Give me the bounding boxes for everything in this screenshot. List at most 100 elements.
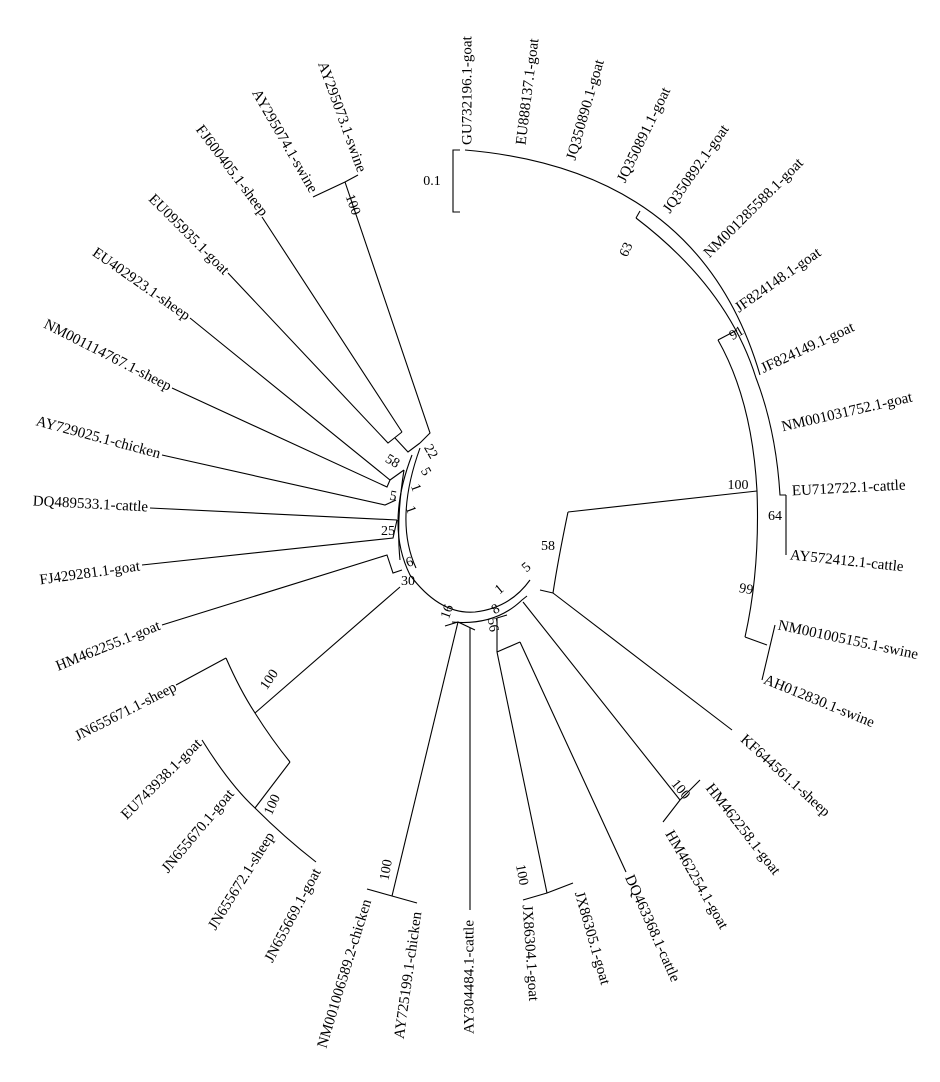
scale-bar-label: 0.1: [423, 174, 441, 189]
bootstrap-value: 1: [402, 504, 418, 516]
branch-node-91: [717, 329, 738, 341]
leaf-label: JQ350891.1-goat: [614, 84, 674, 185]
leaf-label: JN655669.1-goat: [262, 865, 325, 965]
leaf-label: NM001031752.1-goat: [780, 389, 915, 435]
branch-node-58-left: [394, 437, 421, 453]
leaf-label: AY725199.1-chicken: [392, 910, 426, 1040]
leaf-label: AY295074.1-swine: [248, 87, 320, 196]
leaf-label: EU712722.1-cattle: [792, 477, 907, 499]
bootstrap-value: 56: [484, 617, 501, 633]
branch-ay295-stem: [344, 181, 431, 444]
bootstrap-value: 58: [382, 452, 402, 472]
bootstrap-value: 64: [768, 509, 782, 524]
branch-chicken-bracket: [366, 888, 418, 904]
branch-dq463368: [519, 641, 627, 873]
tree-branches: [141, 149, 787, 910]
bootstrap-value: 91: [727, 324, 747, 344]
branch-chicken-stem: [391, 621, 459, 897]
bootstrap-value: 100: [262, 792, 284, 817]
branch-jn-stem: [254, 586, 401, 714]
leaf-label: JN655672.1-sheep: [205, 829, 278, 933]
bootstrap-value: 100: [512, 863, 530, 886]
scale-bar: [452, 149, 460, 213]
leaf-label: NM001005155.1-swine: [776, 618, 919, 663]
leaf-label: DQ463368.1-cattle: [621, 873, 683, 985]
leaf-label: JN655670.1-goat: [159, 786, 238, 876]
branch-jn-inner: [254, 761, 291, 809]
branch-fj600405: [261, 216, 403, 433]
leaf-label: JQ350892.1-goat: [660, 121, 733, 216]
bootstrap-value: 25: [381, 524, 395, 539]
branch-inner-ring: [397, 454, 531, 613]
bootstrap-value: 5: [388, 489, 397, 505]
leaf-label: EU888137.1-goat: [514, 37, 543, 146]
branch-jx-bracket: [522, 882, 574, 901]
branch-kf644561: [552, 592, 733, 731]
branch-node-56: [496, 614, 521, 653]
bootstrap-value: 8: [489, 602, 503, 618]
bootstrap-value: 99: [738, 581, 754, 598]
leaf-label: AY304484.1-cattle: [461, 920, 477, 1034]
leaf-label: HM462254.1-goat: [662, 828, 732, 933]
branch-node-99: [744, 624, 776, 681]
branch-jn-arc: [225, 657, 291, 763]
branch-inner-ring-2: [405, 447, 528, 624]
leaf-label: FJ429281.1-goat: [39, 558, 142, 588]
bootstrap-value: 22: [420, 442, 440, 462]
leaf-label: EU402923.1-sheep: [89, 245, 193, 324]
bootstrap-value: 100: [342, 192, 363, 217]
bootstrap-value: 100: [378, 858, 396, 881]
branch-node-58-right: [539, 511, 569, 594]
bootstrap-value: 100: [728, 478, 749, 493]
bootstrap-value: 5: [417, 465, 433, 479]
branch-jn655671: [175, 657, 227, 686]
leaf-label: FJ600405.1-sheep: [192, 122, 271, 219]
branch-node-63: [635, 210, 641, 219]
branch-goat-outer-arc: [464, 149, 761, 376]
branch-hm-stem: [522, 601, 681, 801]
leaf-label: JF824148.1-goat: [732, 244, 825, 316]
branch-inner-ring-3: [398, 469, 405, 561]
branch-goat-inner-arc: [635, 217, 786, 496]
branch-jx-stem: [496, 651, 548, 894]
leaf-label: NM001285588.1-goat: [701, 155, 807, 261]
leaf-label: JF824149.1-goat: [758, 319, 857, 377]
leaf-label: HM462258.1-goat: [702, 781, 784, 879]
bootstrap-value: 6: [404, 554, 416, 570]
branch-nm001114767: [171, 387, 391, 488]
branch-stem-100: [567, 490, 758, 513]
leaf-label: NM001114767.1-sheep: [41, 316, 174, 394]
branch-eu095935: [227, 272, 403, 444]
bootstrap-value: 30: [401, 574, 415, 589]
bootstrap-value: 58: [541, 539, 555, 554]
bootstrap-value: 100: [258, 667, 282, 693]
leaf-label: JQ350890.1-goat: [564, 57, 608, 162]
leaf-label: JN655671.1-sheep: [72, 679, 179, 744]
leaf-label: EU095935.1-goat: [145, 191, 233, 279]
leaf-label: JX86305.1-goat: [571, 890, 613, 988]
bootstrap-value: 16: [438, 603, 457, 621]
leaf-label: JX86304.1-goat: [519, 904, 542, 1002]
leaf-label: AH012830.1-swine: [761, 672, 877, 731]
branch-jn-inner-arc: [201, 739, 317, 863]
bootstrap-value: 5: [519, 560, 534, 576]
leaf-label: NM001006589.2-chicken: [315, 897, 376, 1050]
leaf-labels: GU732196.1-goat EU888137.1-goat JQ350890.1…: [32, 35, 920, 1050]
leaf-label: DQ489533.1-cattle: [32, 493, 148, 515]
leaf-label: KF644561.1-sheep: [737, 732, 833, 821]
bootstrap-labels: 1002258515125630161855856639110064991001…: [258, 192, 782, 886]
bootstrap-value: 100: [668, 777, 693, 803]
branch-dq489533: [149, 507, 398, 521]
branch-fj429281: [141, 519, 398, 566]
leaf-label: EU743938.1-goat: [118, 735, 206, 823]
leaf-label: AY572412.1-cattle: [789, 547, 904, 575]
branch-hm462255: [161, 554, 403, 626]
bootstrap-value: 1: [407, 482, 423, 494]
leaf-label: GU732196.1-goat: [459, 35, 475, 145]
branch-ay729025: [161, 454, 397, 506]
branch-hm-bracket: [662, 779, 701, 823]
bootstrap-value: 1: [492, 582, 507, 598]
branch-eu402923: [189, 317, 405, 481]
leaf-label: HM462255.1-goat: [54, 618, 164, 675]
